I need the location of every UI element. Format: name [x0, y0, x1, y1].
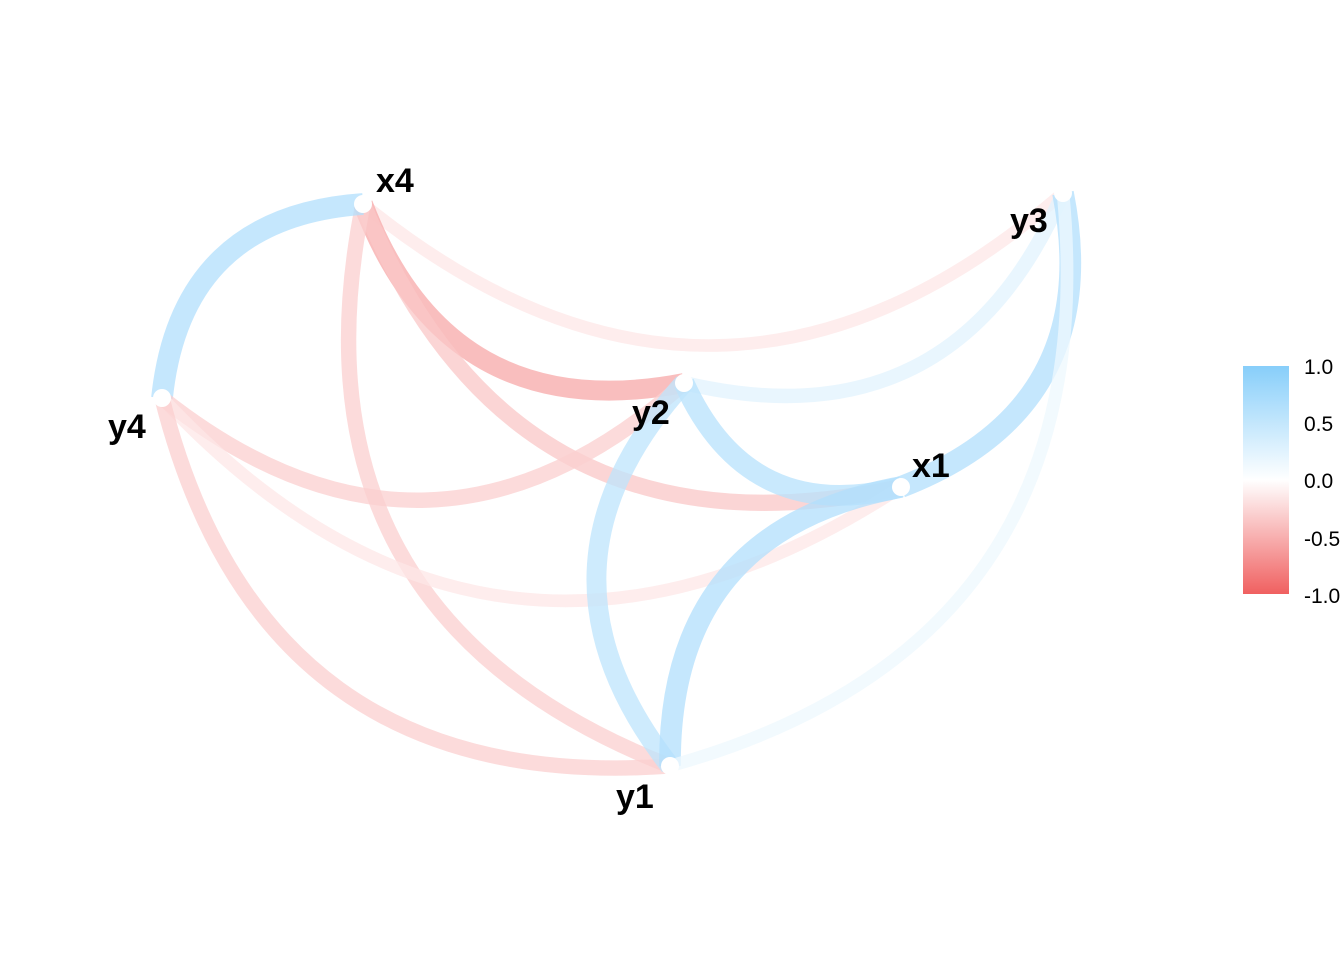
legend-tick-label: -1.0: [1304, 585, 1340, 608]
node-y1: [661, 757, 679, 775]
node-y3: [1054, 184, 1072, 202]
labels-layer: x4 y3 y4 y2 x1 y1: [108, 162, 1048, 816]
edge-y2-y3: [682, 190, 1070, 404]
node-label-x4: x4: [376, 162, 414, 200]
legend-tick-label: 0.5: [1304, 413, 1333, 436]
legend-tick-label: 0.0: [1304, 470, 1333, 493]
color-legend: 1.0 0.5 0.0 -0.5 -1.0: [1243, 356, 1340, 608]
node-label-x1: x1: [912, 447, 950, 485]
node-y4: [153, 389, 171, 407]
edge-y4-y1: [154, 396, 671, 776]
node-label-y3: y3: [1010, 202, 1048, 240]
edge-y1-y3: [668, 192, 1074, 773]
edge-y4-x1: [157, 393, 905, 608]
edge-y4-y2: [157, 377, 690, 508]
node-label-y2: y2: [632, 394, 670, 432]
node-y2: [675, 374, 693, 392]
legend-tick-label: -0.5: [1304, 528, 1340, 551]
node-label-y1: y1: [616, 778, 654, 816]
node-x4: [354, 195, 372, 213]
nodes-layer: [153, 184, 1072, 775]
legend-colorbar: [1243, 366, 1289, 594]
edges-layer: [151, 188, 1082, 776]
edge-y2-y1: [586, 376, 692, 773]
node-label-y4: y4: [108, 408, 146, 446]
legend-tick-label: 1.0: [1304, 356, 1333, 379]
edge-x4-y4: [151, 193, 364, 400]
edge-x4-y1: [340, 202, 673, 774]
edge-x1-y1: [659, 476, 903, 767]
node-x1: [892, 478, 910, 496]
edge-x4-y3: [358, 188, 1068, 352]
